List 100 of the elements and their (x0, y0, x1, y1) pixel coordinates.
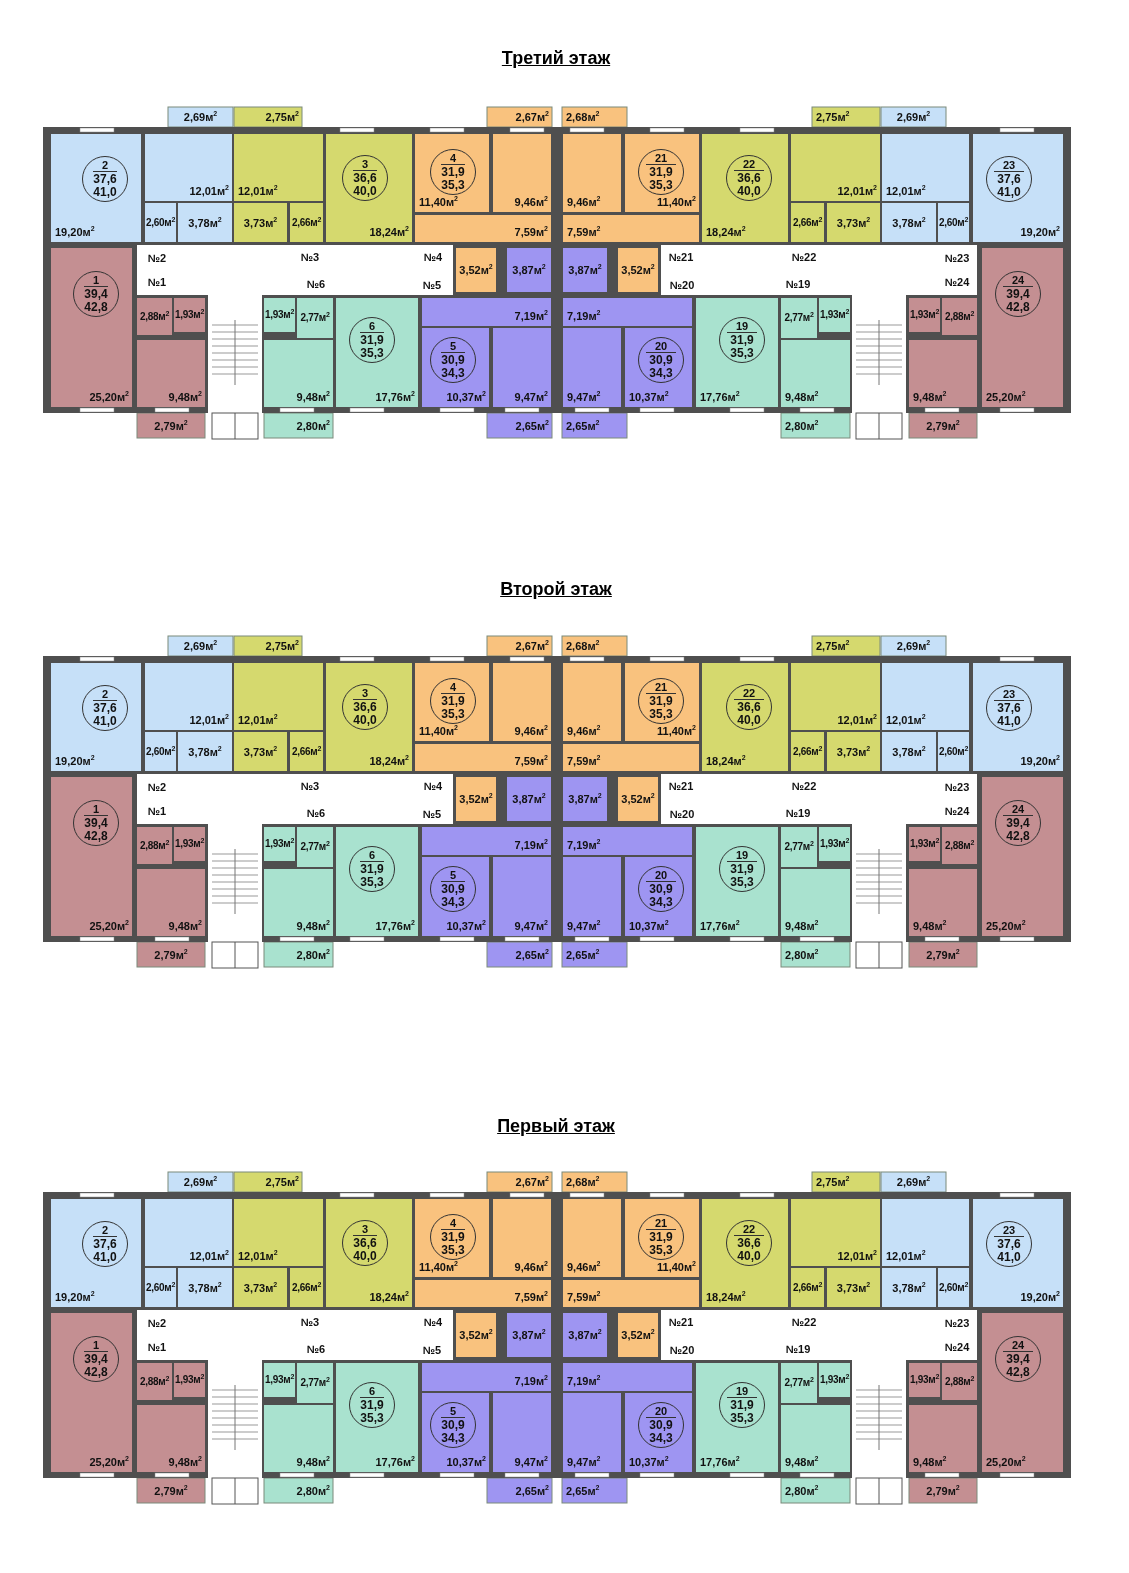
apartment-door-number: №5 (422, 279, 442, 291)
room-area-label: 3,87м$^{2}$ (512, 793, 546, 805)
room-area-label: 2,77м$^{2}$ (300, 312, 330, 324)
balcony-area-label: 2,79м$^{2}$ (926, 1484, 960, 1497)
apartment-area: 42,8 (84, 829, 108, 843)
room-area-label: 7,59м$^{2}$ (514, 1291, 548, 1303)
apartment-area: 31,9 (649, 1230, 673, 1244)
apartment-door-number: №24 (944, 276, 970, 288)
room-area-label: 10,37м$^{2}$ (446, 920, 486, 932)
room-area-label: 10,37м$^{2}$ (629, 920, 669, 932)
balcony-area-label: 2,69м$^{2}$ (183, 1176, 218, 1188)
room-area-label: 3,73м$^{2}$ (243, 745, 278, 758)
room-area-label: 25,20м$^{2}$ (89, 920, 129, 932)
room-area-label: 3,78м$^{2}$ (892, 216, 926, 229)
apartment-area: 36,6 (353, 1236, 377, 1250)
apartment-door-number: №6 (306, 1343, 326, 1355)
apartment-door-number: №23 (944, 252, 970, 264)
room-area-label: 18,24м$^{2}$ (369, 226, 409, 238)
room-area-label: 12,01м$^{2}$ (189, 1250, 229, 1262)
apartment-number: 24 (1002, 803, 1034, 816)
balcony-area-label: 2,68м$^{2}$ (566, 1176, 600, 1188)
room-area-label: 11,40м$^{2}$ (419, 725, 458, 737)
apartment-area: 30,9 (441, 882, 465, 896)
apartment-door-number: №2 (147, 781, 167, 793)
balcony-area-label: 2,80м$^{2}$ (296, 1484, 330, 1497)
apartment-area: 35,3 (441, 707, 465, 721)
balcony-area-label: 2,69м$^{2}$ (896, 640, 931, 652)
room-area-label: 3,87м$^{2}$ (512, 1329, 546, 1341)
apartment-door-number: №3 (300, 1316, 320, 1328)
apartment-number: 20 (645, 1405, 677, 1418)
floor-title: Первый этаж (497, 1116, 615, 1137)
apartment-area: 40,0 (737, 713, 761, 727)
apartment-door-number: №22 (791, 251, 817, 263)
apartment-number: 21 (645, 1217, 677, 1230)
room-area-label: 9,46м$^{2}$ (514, 196, 548, 208)
room-area-label: 1,93м$^{2}$ (265, 309, 294, 321)
room-area-label: 3,52м$^{2}$ (621, 1329, 655, 1341)
apartment-number: 24 (1002, 274, 1034, 287)
room-area-label: 9,48м$^{2}$ (168, 391, 202, 403)
apartment-area: 35,3 (360, 875, 384, 889)
room-area-label: 17,76м$^{2}$ (700, 391, 740, 403)
room-area-label: 3,78м$^{2}$ (892, 1281, 926, 1294)
apartment-area: 35,3 (730, 346, 754, 360)
room-area-label: 19,20м$^{2}$ (55, 226, 95, 238)
room-area-label: 1,93м$^{2}$ (910, 1374, 939, 1386)
room-area-label: 1,93м$^{2}$ (265, 838, 294, 850)
room-area-label: 17,76м$^{2}$ (375, 1456, 415, 1468)
balcony-area-label: 2,80м$^{2}$ (296, 948, 330, 961)
room-area-label: 1,93м$^{2}$ (910, 838, 939, 850)
apartment-area: 35,3 (360, 1411, 384, 1425)
balcony-area-label: 2,67м$^{2}$ (515, 1176, 549, 1188)
apartment-number: 20 (645, 340, 677, 353)
apartment-number: 3 (352, 158, 378, 171)
room-area-label: 9,48м$^{2}$ (296, 391, 330, 403)
room-area-label: 1,93м$^{2}$ (820, 309, 849, 321)
room-area-label: 17,76м$^{2}$ (375, 920, 415, 932)
room-area-label: 7,19м$^{2}$ (567, 1375, 601, 1387)
apartment-area: 39,4 (1006, 287, 1030, 301)
apartment-number: 6 (359, 849, 385, 862)
room-area-label: 7,59м$^{2}$ (567, 226, 601, 238)
apartment-area: 31,9 (441, 165, 465, 179)
room-area-label: 1,93м$^{2}$ (175, 309, 204, 321)
apartment-number: 20 (645, 869, 677, 882)
floor-title: Третий этаж (501, 48, 611, 69)
room-area-label: 9,48м$^{2}$ (168, 1456, 202, 1468)
room-area-label: 7,19м$^{2}$ (514, 310, 548, 322)
balcony-area-label: 2,68м$^{2}$ (566, 640, 600, 652)
room-area-label: 12,01м$^{2}$ (837, 1250, 877, 1262)
room-area-label: 3,87м$^{2}$ (568, 264, 602, 276)
apartment-area: 34,3 (441, 1431, 465, 1445)
apartment-area: 35,3 (441, 178, 465, 192)
room-area-label: 12,01м$^{2}$ (886, 185, 926, 197)
apartment-area: 41,0 (997, 714, 1021, 728)
room-area-label: 9,48м$^{2}$ (296, 1456, 330, 1468)
apartment-number: 5 (440, 1405, 466, 1418)
apartment-area: 37,6 (997, 701, 1021, 715)
room-area-label: 2,77м$^{2}$ (300, 841, 330, 853)
room-area-label: 9,47м$^{2}$ (514, 920, 548, 932)
room-area-label: 3,52м$^{2}$ (459, 1329, 493, 1341)
apartment-number: 1 (83, 1339, 109, 1352)
room-area-label: 11,40м$^{2}$ (657, 725, 696, 737)
room-area-label: 7,59м$^{2}$ (567, 755, 601, 767)
apartment-door-number: №4 (423, 251, 443, 263)
apartment-number: 1 (83, 803, 109, 816)
apartment-area: 36,6 (737, 171, 761, 185)
apartment-area: 31,9 (649, 694, 673, 708)
room-area-label: 1,93м$^{2}$ (175, 838, 204, 850)
room-area-label: 2,77м$^{2}$ (784, 1377, 814, 1389)
apartment-area: 39,4 (84, 287, 108, 301)
room-area-label: 18,24м$^{2}$ (706, 755, 746, 767)
room-area-label: 3,78м$^{2}$ (188, 745, 222, 758)
apartment-area: 37,6 (93, 701, 117, 715)
room-area-label: 17,76м$^{2}$ (700, 920, 740, 932)
apartment-area: 34,3 (649, 1431, 673, 1445)
apartment-door-number: №4 (423, 780, 443, 792)
balcony-area-label: 2,67м$^{2}$ (515, 111, 549, 123)
apartment-area: 42,8 (1006, 1365, 1030, 1379)
room-area-label: 3,78м$^{2}$ (892, 745, 926, 758)
balcony-area-label: 2,75м$^{2}$ (816, 640, 850, 652)
apartment-number: 5 (440, 340, 466, 353)
